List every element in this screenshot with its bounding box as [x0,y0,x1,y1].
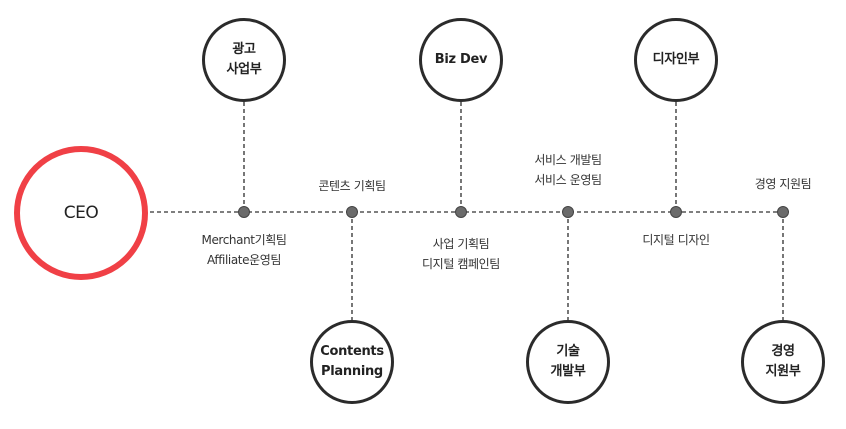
dept-node-mgmt: 경영 지원부 [741,320,825,404]
junction-dot-ad [238,206,250,218]
team-label-tech: 서비스 개발팀 서비스 운영팀 [534,153,602,187]
dept-label-bizdev: Biz Dev [434,52,488,67]
dept-node-contents: Contents Planning [310,320,394,404]
dept-label-contents: Contents Planning [320,344,384,379]
dept-label-mgmt: 경영 지원부 [765,344,801,379]
team-label-design: 디지털 디자인 [642,233,710,247]
junction-dot-contents [346,206,358,218]
junction-dot-design [670,206,682,218]
team-label-contents: 콘텐츠 기획팀 [318,179,386,193]
junction-dot-bizdev [455,206,467,218]
dept-label-ad: 광고 사업부 [226,42,262,77]
dept-node-design: 디자인부 [634,18,718,102]
ceo-label: CEO [63,203,99,223]
team-label-mgmt: 경영 지원팀 [754,177,812,191]
junction-dot-tech [562,206,574,218]
ceo-node: CEO [14,146,148,280]
team-label-bizdev: 사업 기획팀 디지털 캠페인팀 [422,237,500,271]
dept-label-design: 디자인부 [652,52,700,67]
junction-dot-mgmt [777,206,789,218]
dept-node-bizdev: Biz Dev [419,18,503,102]
dept-node-tech: 기술 개발부 [526,320,610,404]
dept-label-tech: 기술 개발부 [550,344,586,379]
team-label-ad: Merchant기획팀 Affiliate운영팀 [201,233,287,267]
dept-node-ad: 광고 사업부 [202,18,286,102]
